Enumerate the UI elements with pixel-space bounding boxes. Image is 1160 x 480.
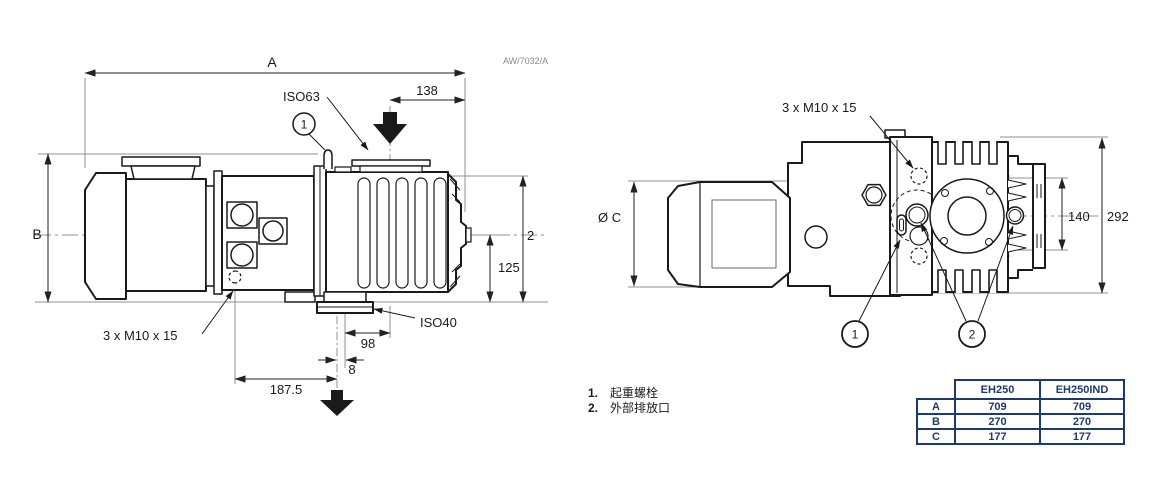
table-row: C 177 177 (916, 428, 1125, 445)
end-view-leaders (858, 115, 1014, 322)
label-bolts-side: 3 x M10 x 15 (103, 328, 177, 343)
lifting-bolt-side (323, 149, 333, 169)
label-iso40: ISO40 (420, 315, 457, 330)
dim-label-138: 138 (416, 83, 438, 98)
table-cell: 270 (1039, 413, 1125, 430)
end-view: 1 2 3 x M10 x 15 Ø C 140 292 (598, 100, 1129, 348)
table-corner-cell (917, 380, 955, 399)
inlet-flow-arrow-icon (373, 112, 407, 144)
end-cone-side (447, 173, 472, 293)
side-view: 1 A 138 B 125 2 98 8 187.5 ISO63 ISO40 3… (32, 54, 548, 416)
note-2-text: 外部排放口 (610, 401, 671, 415)
table-row: A 709 709 (916, 398, 1125, 415)
table-header-eh250ind: EH250IND (1039, 379, 1125, 400)
iso40-flange-side (316, 291, 374, 314)
dim-label-8: 8 (348, 362, 355, 377)
dim-label-292: 292 (1107, 209, 1129, 224)
table-row-label: C (916, 428, 956, 445)
callout-balloon-1: 1 (292, 112, 316, 136)
dim-label-dia-c: Ø C (598, 210, 621, 225)
inlet-flange-end (929, 178, 1005, 254)
table-row-label: B (916, 413, 956, 430)
end-callout-1-label: 1 (852, 328, 859, 342)
hex-plug (861, 183, 887, 207)
label-bolts-end: 3 x M10 x 15 (782, 100, 856, 115)
bearing-housing-side (221, 165, 344, 303)
table-cell: 709 (954, 398, 1041, 415)
dim-label-a: A (267, 54, 277, 70)
note-item-2: 2. 外部排放口 (588, 401, 670, 416)
motor-side (84, 156, 223, 300)
lifting-bolt-hole (896, 214, 907, 236)
note-2-number: 2. (588, 401, 599, 415)
motor-nameplate (711, 199, 777, 269)
table-cell: 709 (1039, 398, 1125, 415)
note-1-text: 起重螺栓 (610, 386, 659, 400)
callout-balloon-2-end: 2 (958, 320, 986, 348)
label-iso63: ISO63 (283, 89, 320, 104)
pump-body-side (325, 159, 449, 293)
dim-label-b: B (32, 226, 41, 242)
drawing-reference: AW/7032/A (503, 56, 548, 66)
callout-balloon-1-end: 1 (841, 320, 869, 348)
end-plate (1007, 142, 1046, 292)
table-cell: 177 (1039, 428, 1125, 445)
table-header-row: EH250 EH250IND (917, 379, 1125, 400)
exhaust-port-right (1005, 206, 1025, 225)
note-item-1: 1. 起重螺栓 (588, 386, 670, 401)
end-view-dimensions (630, 137, 1106, 294)
table-header-eh250: EH250 (954, 379, 1041, 400)
callout-1-label: 1 (301, 118, 308, 132)
table-cell: 270 (954, 413, 1041, 430)
motor-end (667, 181, 791, 288)
dim-label-125: 125 (498, 260, 520, 275)
dim-label-clipped: 2 (527, 228, 534, 243)
side-view-dimensions (44, 69, 527, 383)
table-row: B 270 270 (916, 413, 1125, 430)
table-cell: 177 (954, 428, 1041, 445)
table-row-label: A (916, 398, 956, 415)
side-view-leaders (201, 96, 416, 335)
exhaust-port-left (905, 203, 929, 227)
dim-label-187-5: 187.5 (270, 382, 303, 397)
end-callout-2-label: 2 (969, 328, 976, 342)
dim-label-98: 98 (361, 336, 375, 351)
note-1-number: 1. (588, 386, 599, 400)
dim-label-140: 140 (1068, 209, 1090, 224)
exhaust-flow-arrow-icon (320, 390, 354, 416)
drawing-notes: 1. 起重螺栓 2. 外部排放口 (588, 386, 670, 416)
dimension-table: EH250 EH250IND A 709 709 B 270 270 C 177… (916, 379, 1125, 445)
